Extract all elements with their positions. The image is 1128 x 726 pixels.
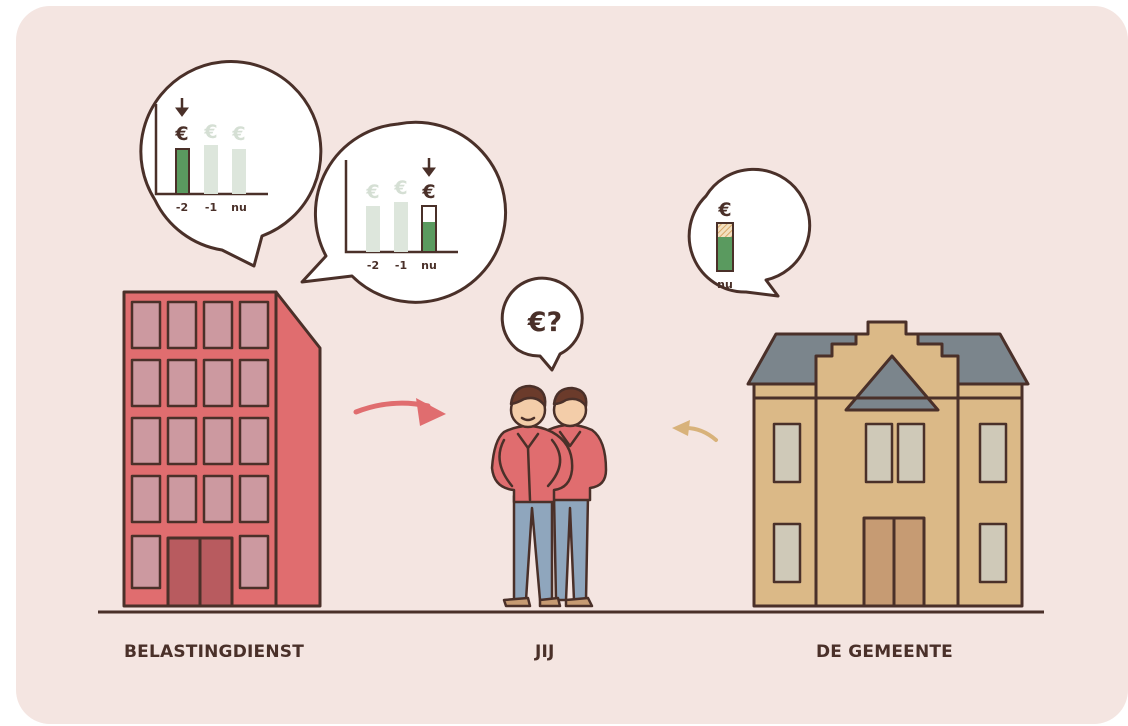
bar-outline <box>716 222 734 272</box>
euro-icon: € <box>717 199 731 221</box>
label-jij: JIJ <box>535 642 555 662</box>
person-front <box>490 384 574 608</box>
tick-label: -2 <box>367 259 379 272</box>
bar-hatched <box>717 223 733 237</box>
tick-label: -1 <box>395 259 407 272</box>
label-gemeente: DE GEMEENTE <box>816 642 953 662</box>
euro-icon: € <box>174 123 188 145</box>
person-back <box>546 386 608 608</box>
belastingdienst-building <box>122 290 322 608</box>
bar-minus2 <box>175 148 190 195</box>
euro-icon: € <box>421 181 435 203</box>
euro-icon: € <box>365 181 379 203</box>
bar-nu-fill <box>423 222 435 251</box>
gemeente-building <box>746 320 1030 608</box>
down-arrow-icon <box>175 98 189 117</box>
tick-label: -1 <box>205 201 217 214</box>
euro-icon: € <box>203 121 217 143</box>
down-arrow-icon <box>422 158 436 177</box>
bar-minus1 <box>394 202 408 252</box>
tick-label: nu <box>421 259 437 272</box>
speech-bubble-history <box>139 60 323 268</box>
euro-icon: € <box>393 177 407 199</box>
euro-icon: € <box>231 123 245 145</box>
tick-label: nu <box>231 201 247 214</box>
speech-bubble-gemeente <box>687 167 812 298</box>
tick-label: -2 <box>176 201 188 214</box>
bar-nu <box>232 149 246 194</box>
speech-bubble-question <box>500 276 584 372</box>
question-icon: €? <box>527 307 562 338</box>
speech-bubble-current <box>300 120 508 304</box>
bar-green <box>717 237 733 271</box>
bar-minus2 <box>366 206 380 252</box>
curved-arrow-icon <box>672 420 718 442</box>
label-belastingdienst: BELASTINGDIENST <box>124 642 305 662</box>
tick-label: nu <box>717 278 733 291</box>
bar-minus1 <box>204 145 218 194</box>
curved-arrow-icon <box>353 398 446 426</box>
